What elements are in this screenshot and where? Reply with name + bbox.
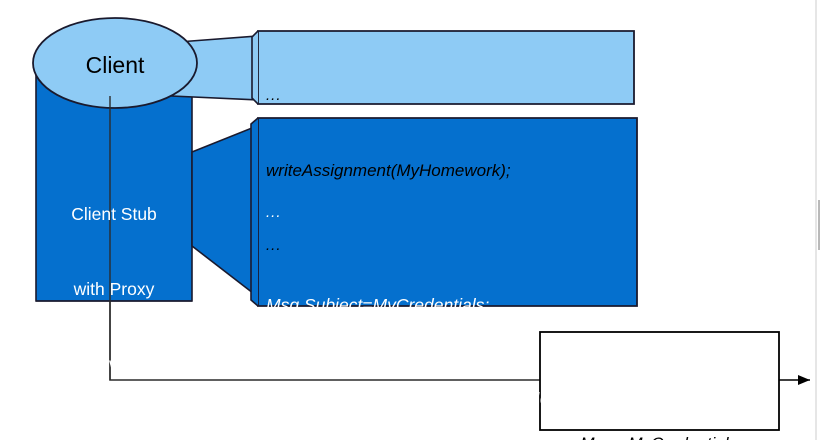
client-ellipse <box>32 17 198 109</box>
message-out-arrow <box>779 375 810 385</box>
message-box-frame <box>539 331 780 431</box>
callout-application-spine <box>251 30 259 105</box>
callout-stub-box <box>257 117 638 307</box>
callout-stub-spine <box>250 117 259 307</box>
callout-application-box <box>257 30 635 105</box>
